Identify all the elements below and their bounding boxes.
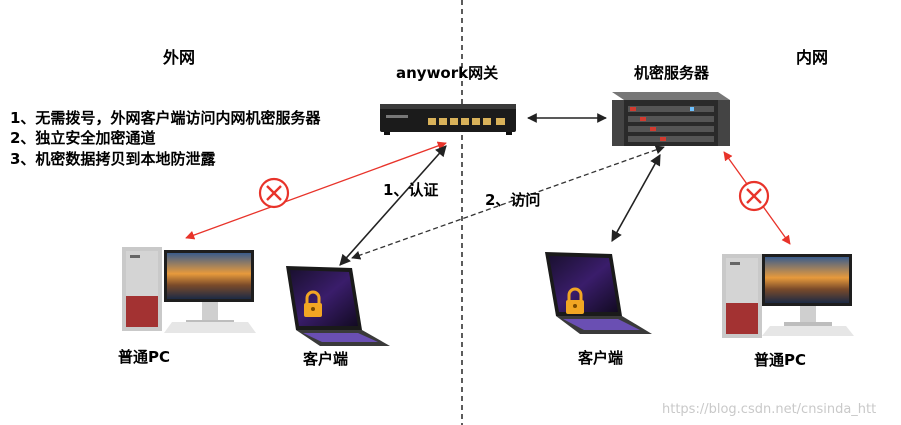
feature-item: 2、独立安全加密通道 [10, 129, 156, 147]
outer-client-label: 客户端 [303, 350, 349, 368]
blocked-x-icon [258, 177, 290, 209]
laptop-lock-icon [545, 252, 652, 334]
rack-server-icon [612, 92, 730, 146]
zone-label-inner: 内网 [796, 48, 829, 67]
feature-item: 3、机密数据拷贝到本地防泄露 [10, 150, 216, 168]
desktop-pc-icon [122, 247, 256, 333]
outer-pc-label: 普通PC [118, 348, 171, 366]
auth-edge-label: 1、认证 [383, 181, 439, 199]
zone-label-outer: 外网 [163, 48, 196, 67]
inner-client-label: 客户端 [578, 349, 624, 367]
auth-link [339, 145, 447, 266]
access-link [351, 145, 665, 260]
gateway-label: anywork网关 [396, 64, 499, 82]
feature-item: 1、无需拨号，外网客户端访问内网机密服务器 [10, 109, 321, 127]
router-icon [380, 104, 516, 135]
laptop-lock-icon [286, 266, 390, 346]
access-edge-label: 2、访问 [485, 191, 541, 209]
watermark: https://blog.csdn.net/cnsinda_htt [662, 402, 877, 417]
server-label: 机密服务器 [634, 64, 710, 82]
desktop-pc-icon [722, 254, 854, 338]
blocked-x-icon [738, 180, 770, 212]
inner-pc-label: 普通PC [754, 351, 807, 369]
inner-client-server-link [611, 154, 661, 242]
